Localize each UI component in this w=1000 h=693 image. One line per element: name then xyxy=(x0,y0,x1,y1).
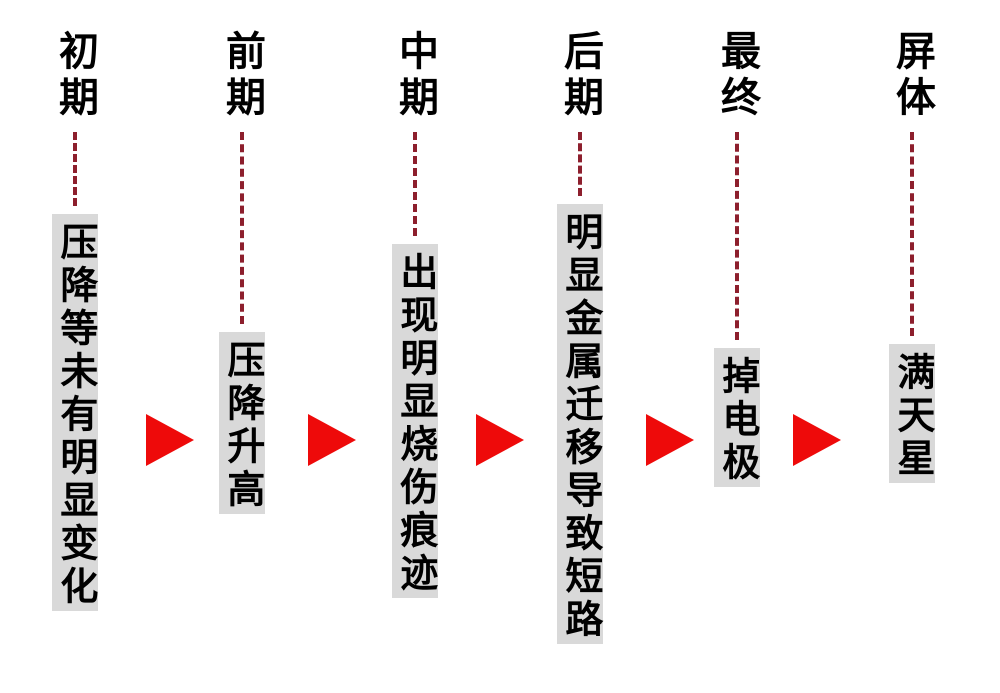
dashed-connector-icon xyxy=(735,132,739,340)
stage-column-4: 后期 明显金属迁移导致短路 xyxy=(552,30,608,644)
stage-description: 掉电极 xyxy=(714,348,760,487)
stage-label: 最终 xyxy=(714,30,760,122)
dashed-connector-icon xyxy=(413,132,417,236)
right-arrow-icon xyxy=(646,414,694,466)
stage-description: 压降升高 xyxy=(219,332,265,514)
stage-label: 后期 xyxy=(557,30,603,122)
stage-column-6: 屏体 满天星 xyxy=(884,30,940,483)
right-arrow-icon xyxy=(793,414,841,466)
stage-column-1: 初期 压降等未有明显变化 xyxy=(47,30,103,611)
stage-description: 压降等未有明显变化 xyxy=(52,214,98,611)
dashed-connector-icon xyxy=(240,132,244,324)
stage-label: 屏体 xyxy=(889,30,935,122)
right-arrow-icon xyxy=(308,414,356,466)
dashed-connector-icon xyxy=(73,132,77,206)
stage-description: 满天星 xyxy=(889,344,935,483)
stage-column-2: 前期 压降升高 xyxy=(214,30,270,514)
dashed-connector-icon xyxy=(910,132,914,336)
stage-label: 初期 xyxy=(52,30,98,122)
stage-description: 出现明显烧伤痕迹 xyxy=(392,244,438,598)
right-arrow-icon xyxy=(146,414,194,466)
stage-label: 前期 xyxy=(219,30,265,122)
dashed-connector-icon xyxy=(578,132,582,196)
stage-description: 明显金属迁移导致短路 xyxy=(557,204,603,644)
right-arrow-icon xyxy=(476,414,524,466)
stage-column-3: 中期 出现明显烧伤痕迹 xyxy=(387,30,443,598)
stage-label: 中期 xyxy=(392,30,438,122)
stage-column-5: 最终 掉电极 xyxy=(709,30,765,487)
